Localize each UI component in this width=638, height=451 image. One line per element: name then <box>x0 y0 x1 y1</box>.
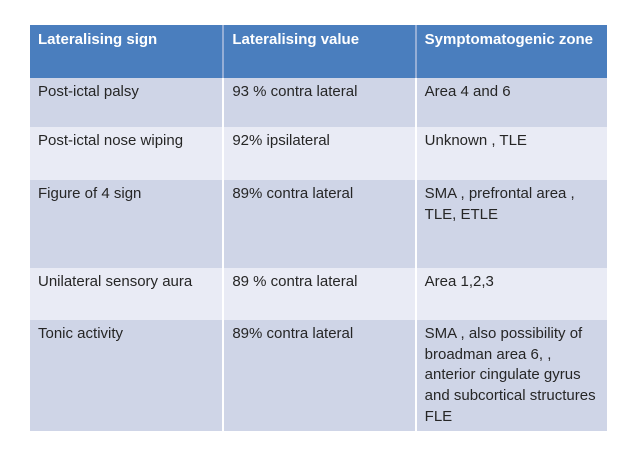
table-cell-value: 89% contra lateral <box>222 320 415 432</box>
table-cell-sign: Post-ictal palsy <box>30 78 223 127</box>
table-header: Lateralising sign Lateralising value Sym… <box>30 25 607 78</box>
table-row: Post-ictal nose wiping 92% ipsilateral U… <box>30 127 607 180</box>
table-body: Post-ictal palsy 93 % contra lateral Are… <box>30 78 607 432</box>
header-row: Lateralising sign Lateralising value Sym… <box>30 25 607 78</box>
table-cell-sign: Post-ictal nose wiping <box>30 127 223 180</box>
table-cell-value: 89% contra lateral <box>222 180 415 268</box>
table-row: Unilateral sensory aura 89 % contra late… <box>30 268 607 320</box>
table-cell-value: 92% ipsilateral <box>222 127 415 180</box>
table-cell-sign: Figure of 4 sign <box>30 180 223 268</box>
column-header-lateralising-value: Lateralising value <box>222 25 415 78</box>
table-row: Tonic activity 89% contra lateral SMA , … <box>30 320 607 432</box>
table-row: Figure of 4 sign 89% contra lateral SMA … <box>30 180 607 268</box>
table-cell-sign: Unilateral sensory aura <box>30 268 223 320</box>
table-cell-value: 89 % contra lateral <box>222 268 415 320</box>
column-header-lateralising-sign: Lateralising sign <box>30 25 223 78</box>
table-cell-sign: Tonic activity <box>30 320 223 432</box>
table-row: Post-ictal palsy 93 % contra lateral Are… <box>30 78 607 127</box>
table-cell-zone: SMA , prefrontal area , TLE, ETLE <box>414 180 607 268</box>
table-cell-value: 93 % contra lateral <box>222 78 415 127</box>
table-cell-zone: Unknown , TLE <box>414 127 607 180</box>
table-cell-zone: Area 1,2,3 <box>414 268 607 320</box>
column-header-symptomatogenic-zone: Symptomatogenic zone <box>414 25 607 78</box>
table-cell-zone: Area 4 and 6 <box>414 78 607 127</box>
table-cell-zone: SMA , also possibility of broadman area … <box>414 320 607 432</box>
lateralising-signs-table: Lateralising sign Lateralising value Sym… <box>30 25 607 432</box>
